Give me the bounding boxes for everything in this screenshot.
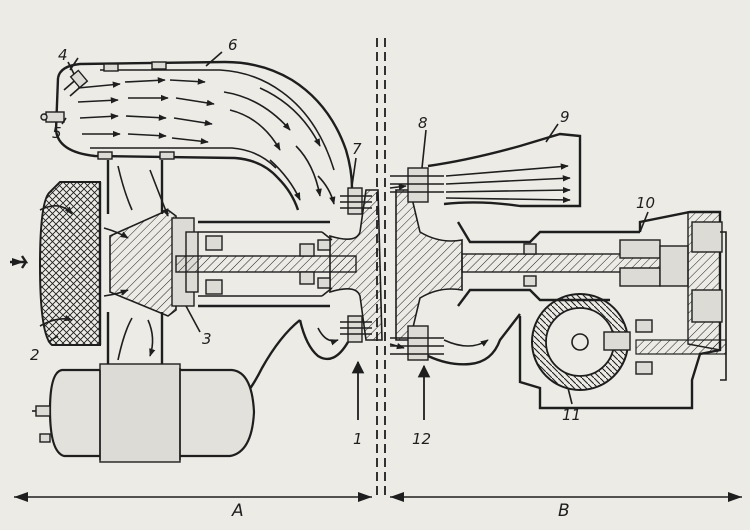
label-4: 4 xyxy=(58,46,68,64)
inlet-arrow-head xyxy=(12,258,24,266)
power-turbine-disk xyxy=(390,167,463,361)
label-9: 9 xyxy=(560,108,570,126)
starter-motor xyxy=(32,363,256,463)
drive-gear xyxy=(531,293,631,391)
label-5: 5 xyxy=(52,124,62,142)
output-shaft xyxy=(456,221,663,307)
label-3: 3 xyxy=(202,330,212,348)
exhaust-duct xyxy=(389,132,582,366)
leader-lines xyxy=(47,51,649,405)
dimension-line-a xyxy=(14,492,372,502)
compressor-turbine-disk xyxy=(317,187,383,343)
label-6: 6 xyxy=(228,36,238,54)
label-8: 8 xyxy=(418,114,428,132)
dimension-line-b xyxy=(390,492,742,502)
label-1: 1 xyxy=(353,430,363,448)
section-label-b: B xyxy=(558,501,570,521)
main-shaft xyxy=(175,220,357,308)
combustion-chamber xyxy=(54,60,354,211)
label-7: 7 xyxy=(352,140,362,158)
label-12: 12 xyxy=(412,430,431,448)
igniter-plug xyxy=(40,111,65,123)
reduction-gearbox xyxy=(518,210,727,410)
section-label-a: A xyxy=(231,501,244,521)
label-2: 2 xyxy=(30,346,40,364)
label-11: 11 xyxy=(562,406,581,424)
air-intake-filter xyxy=(38,181,129,346)
label-10: 10 xyxy=(636,194,655,212)
